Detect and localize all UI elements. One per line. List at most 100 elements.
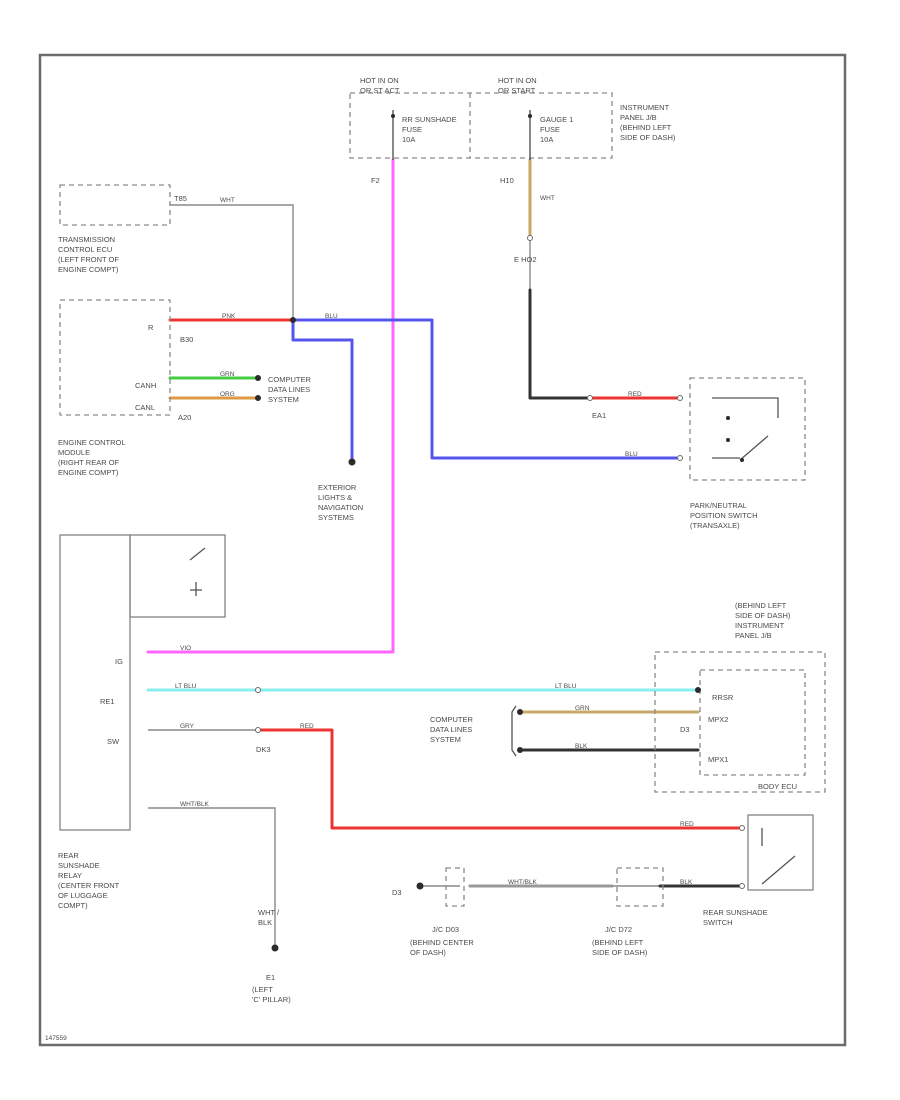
tcm-box: [59, 184, 171, 226]
wire-red-switch: RED: [680, 821, 694, 828]
wire-red-label: RED: [628, 391, 642, 398]
body-ecu-box: [654, 651, 826, 793]
blu-wire-exterior: [291, 318, 354, 464]
relay-pin-sw: SW: [107, 737, 120, 746]
data-lines-bracket: [511, 705, 517, 757]
body-ecu-wire-blk: BLK: [575, 743, 588, 750]
relay-wire-re1: LT BLU: [175, 683, 197, 690]
e-ho2-pin: [527, 235, 533, 241]
relay-pin-ig: IG: [115, 657, 123, 666]
can-l-terminal: [255, 395, 261, 401]
re1-pin: [255, 687, 261, 693]
park-switch-pin-c: [740, 458, 744, 462]
tcm-wht-wire: [170, 204, 294, 318]
can-h-terminal: [255, 375, 261, 381]
ecm-box: [59, 299, 171, 416]
ecm-wire-org: ORG: [220, 391, 235, 398]
relay-wire-gnd: WHT/BLK: [180, 801, 210, 808]
ground-d3-label: D3: [392, 888, 402, 897]
ground-j1-wire: WHT/BLK: [508, 879, 538, 886]
fuse-left-dot: [391, 114, 395, 118]
park-switch-pin-b: [726, 438, 730, 442]
ecm-pin-r: R: [148, 323, 154, 332]
relay-splice: DK3: [256, 745, 271, 754]
park-switch-box: [689, 377, 806, 481]
wire-blk-switch: BLK: [680, 879, 693, 886]
jc-d03-box: [445, 867, 465, 907]
switch-pin-red: [739, 825, 745, 831]
relay-wire-ig: VIO: [180, 645, 191, 652]
ground-j2-conn: J/C D72: [605, 925, 632, 934]
jc-d72-box: [616, 867, 664, 907]
ecm-can-l: CANL: [135, 403, 155, 412]
ecm-conn-b: A20: [178, 413, 191, 422]
mpx2-terminal: [517, 709, 523, 715]
ecm-wire-grn: GRN: [220, 371, 235, 378]
rrsr-terminal: [695, 687, 701, 693]
park-pin-red: [677, 395, 683, 401]
body-ecu-wire-grn: GRN: [575, 705, 590, 712]
tcm-pin: T85: [174, 194, 187, 203]
ecm-can-h: CANH: [135, 381, 156, 390]
rear-switch-contact: [761, 828, 796, 885]
wire-wht-label: WHT: [540, 195, 555, 202]
body-ecu-label: BODY ECU: [758, 782, 797, 791]
splice-blu: [290, 317, 296, 323]
dk3-pin: [255, 727, 261, 733]
relay-wire-sw: GRY: [180, 723, 195, 730]
body-ecu-conn: D3: [680, 725, 690, 734]
splice-e-label: E HO2: [514, 255, 537, 264]
body-ecu-inner-box: [699, 669, 806, 776]
wire-blu-label-2: BLU: [625, 451, 638, 458]
tcm-wire-label: WHT: [220, 197, 235, 204]
relay-coil-box: [129, 534, 226, 618]
park-switch-conn: EA1: [592, 411, 606, 420]
body-ecu-pin-mpx1: MPX1: [708, 755, 728, 764]
ground-main-label: (LEFT'C' PILLAR): [252, 985, 291, 1004]
relay-box: [59, 534, 131, 831]
relay-pin-re1: RE1: [100, 697, 115, 706]
ground-main-conn: E1: [266, 973, 275, 982]
relay-contact-symbol: [189, 547, 206, 596]
d3-ground-terminal: [416, 882, 424, 890]
park-switch-contact: [712, 397, 779, 461]
figure-id: 147559: [45, 1035, 67, 1042]
e1-ground-terminal: [271, 944, 279, 952]
vio-wire: [146, 158, 395, 654]
park-pin-blu: [677, 455, 683, 461]
park-switch-pin-a: [726, 416, 730, 420]
switch-pin-blk: [739, 883, 745, 889]
wire-blu-label: BLU: [325, 313, 338, 320]
exterior-lights-terminal: [348, 458, 356, 466]
fuse-box: [349, 92, 613, 159]
blu-wire-park-switch: [291, 318, 682, 460]
fuse-right-connector: H10: [500, 176, 514, 185]
rear-switch-box: [747, 814, 814, 891]
ground-j1-conn: J/C D03: [432, 925, 459, 934]
ground-main-wire: WHT /BLK: [258, 908, 280, 927]
fuse-right-dot: [528, 114, 532, 118]
diagram-frame: [38, 53, 847, 1047]
ea1-pin: [587, 395, 593, 401]
body-ecu-pin-mpx2: MPX2: [708, 715, 728, 724]
body-ecu-pin-rrsr: RRSR: [712, 693, 734, 702]
fuse-left-connector: F2: [371, 176, 380, 185]
red-wire-rear-switch: [256, 728, 744, 830]
blk-wire-ea1: [528, 288, 592, 400]
body-ecu-wire-lt-blu: LT BLU: [555, 683, 577, 690]
